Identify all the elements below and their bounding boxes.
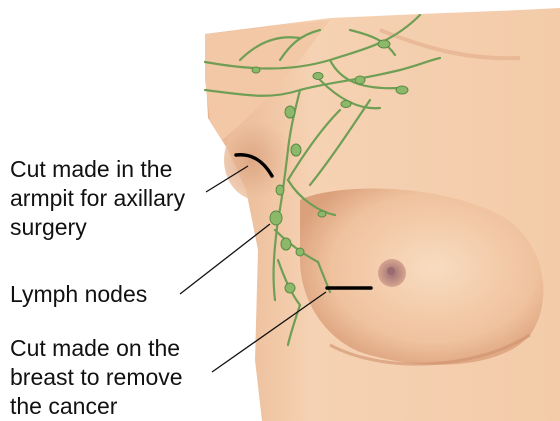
- armpit-cut-label: Cut made in the armpit for axillary surg…: [10, 155, 185, 242]
- lymph-nodes-label: Lymph nodes: [10, 280, 147, 309]
- breast-cut-label: Cut made on the breast to remove the can…: [10, 334, 183, 421]
- breast-cut-label-line-1: Cut made on the: [10, 334, 183, 363]
- armpit-cut-label-line-1: Cut made in the: [10, 155, 185, 184]
- lymph-nodes-label-text: Lymph nodes: [10, 280, 147, 309]
- breast-cut-label-line-2: breast to remove: [10, 363, 183, 392]
- lymph-leader-line: [180, 224, 270, 294]
- nipple: [387, 267, 395, 275]
- breast-cut-label-line-3: the cancer: [10, 392, 183, 421]
- armpit-cut-label-line-2: armpit for axillary: [10, 184, 185, 213]
- armpit-cut-label-line-3: surgery: [10, 213, 185, 242]
